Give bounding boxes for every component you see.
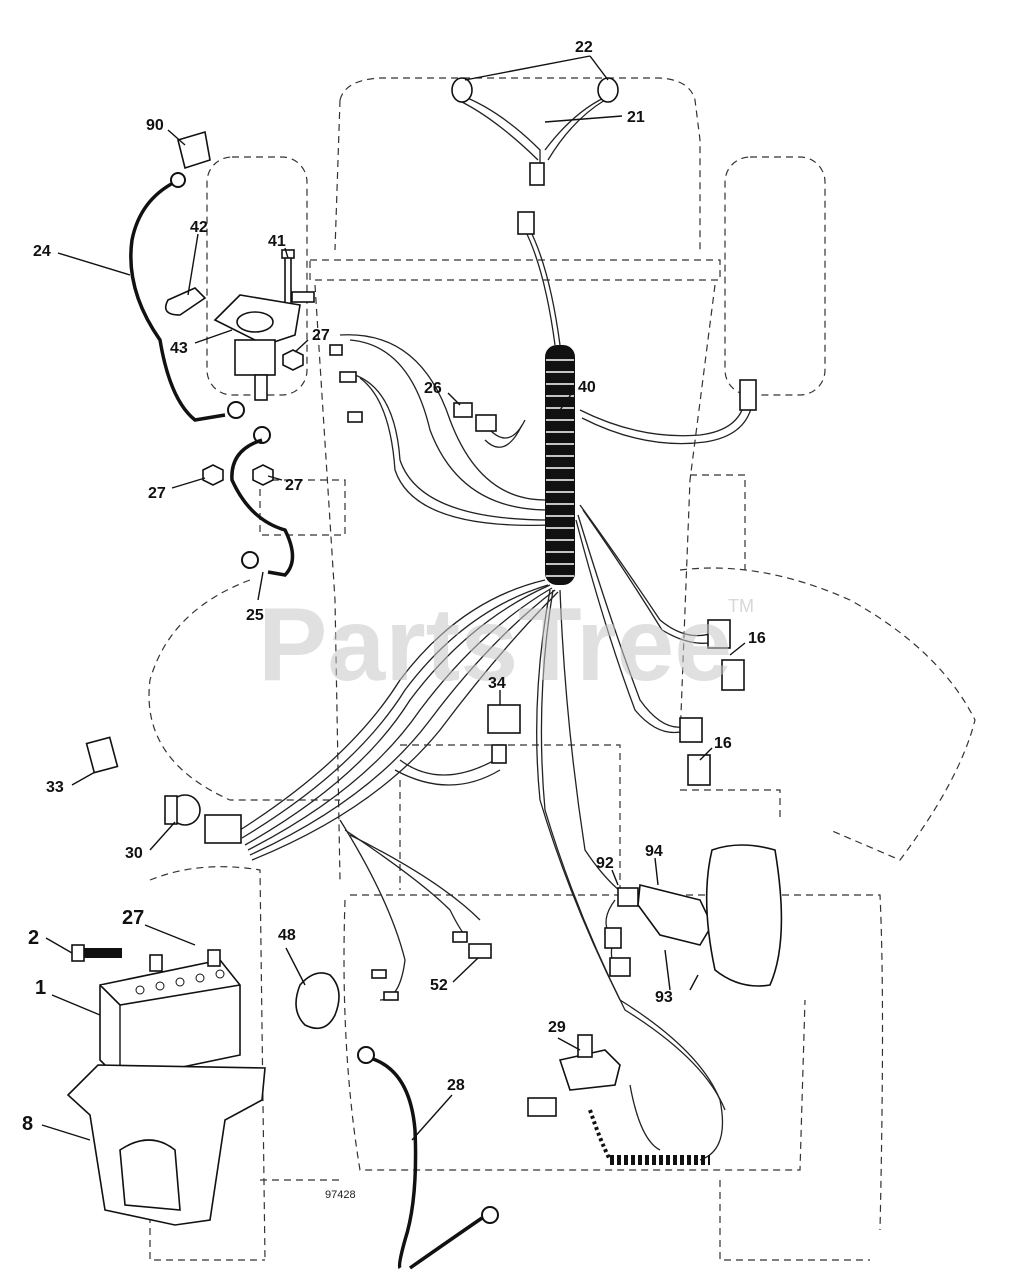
- callout-93: 93: [655, 989, 673, 1006]
- connector-92: [604, 927, 622, 949]
- seat-switch-94: [637, 883, 713, 946]
- pto-switch-knob: [577, 1034, 593, 1058]
- interlock-switch: [687, 754, 711, 786]
- callout-21: 21: [627, 109, 645, 126]
- pto-switch: [558, 1049, 621, 1091]
- hex-nut: [252, 464, 274, 486]
- hex-nut: [282, 349, 304, 371]
- headlight-connector: [529, 162, 545, 186]
- terminal-clip: [329, 344, 343, 356]
- light-bulb-48: [295, 972, 340, 1030]
- ring-terminal: [170, 172, 186, 188]
- callout-25: 25: [246, 607, 264, 624]
- relay-module: [85, 736, 119, 774]
- bullet-terminal: [383, 991, 399, 1001]
- switch-connector: [491, 744, 507, 764]
- ground-cable: [369, 1056, 418, 1269]
- callout-1: 1: [35, 977, 46, 999]
- fuse: [453, 402, 473, 418]
- callout-16-lower: 16: [714, 735, 732, 752]
- interlock-switch: [721, 659, 745, 691]
- bolt: [284, 254, 292, 311]
- seat-pad: [705, 844, 783, 987]
- battery-bolt-head: [71, 944, 85, 962]
- headlight-bulbs: [451, 77, 619, 103]
- callout-92: 92: [596, 855, 614, 872]
- rocker-switch: [487, 704, 521, 734]
- ground-terminal: [177, 130, 211, 170]
- bullet-terminal: [452, 931, 468, 943]
- battery-bolt: [82, 948, 122, 958]
- watermark-tm: TM: [728, 596, 754, 616]
- ring-terminal: [357, 1046, 375, 1064]
- connector-92: [609, 957, 631, 977]
- fuse-holder: [291, 291, 315, 303]
- harness-front-connector: [517, 211, 535, 235]
- terminal-boot: [164, 287, 207, 316]
- drawing-number: 97428: [325, 1189, 356, 1201]
- diode-52: [468, 943, 492, 959]
- battery-tray: [66, 1064, 266, 1226]
- callout-26: 26: [424, 380, 442, 397]
- taillight-connector: [739, 379, 757, 411]
- watermark: PartsTree: [258, 587, 732, 703]
- callout-90: 90: [146, 117, 164, 134]
- pto-connector: [527, 1097, 557, 1117]
- leader-lines: [41, 55, 746, 1141]
- coiled-cord: [588, 1109, 710, 1165]
- callout-48: 48: [278, 927, 296, 944]
- ring-terminal: [241, 551, 259, 569]
- callout-29: 29: [548, 1019, 566, 1036]
- connector-plug: [707, 619, 731, 649]
- callout-41: 41: [268, 233, 286, 250]
- callout-43: 43: [170, 340, 188, 357]
- hex-nut: [202, 464, 224, 486]
- connector-92: [617, 887, 639, 907]
- callout-34: 34: [488, 675, 506, 692]
- connector-plug: [679, 717, 703, 743]
- ground-cable-end: [408, 1216, 483, 1270]
- callout-22: 22: [575, 39, 593, 56]
- callout-52: 52: [430, 977, 448, 994]
- callout-2: 2: [28, 927, 39, 949]
- bullet-terminal: [371, 969, 387, 979]
- callout-27-top: 27: [312, 327, 330, 344]
- fuse-holder: [475, 414, 497, 432]
- callout-33: 33: [46, 779, 64, 796]
- callout-94: 94: [645, 843, 663, 860]
- callout-27-battery: 27: [122, 907, 144, 929]
- callout-24: 24: [33, 243, 51, 260]
- loom-conduit: [545, 345, 575, 585]
- starter-solenoid: [213, 294, 301, 444]
- callout-30: 30: [125, 845, 143, 862]
- callout-40: 40: [578, 379, 596, 396]
- callout-8: 8: [22, 1113, 33, 1135]
- battery: [99, 949, 241, 1081]
- battery-cable-red: [129, 180, 226, 422]
- ring-terminal: [481, 1206, 499, 1224]
- callout-27-left: 27: [148, 485, 166, 502]
- callout-28: 28: [447, 1077, 465, 1094]
- callout-42: 42: [190, 219, 208, 236]
- ignition-switch: [164, 794, 242, 844]
- terminal-clip: [347, 411, 363, 423]
- callout-labels: 22 21 90 42 41 24 43 27 27 27 26 40 25 1…: [22, 39, 766, 1135]
- starter-cable: [230, 438, 295, 577]
- terminal-clip: [339, 371, 357, 383]
- callout-16-upper: 16: [748, 630, 766, 647]
- callout-27-right: 27: [285, 477, 303, 494]
